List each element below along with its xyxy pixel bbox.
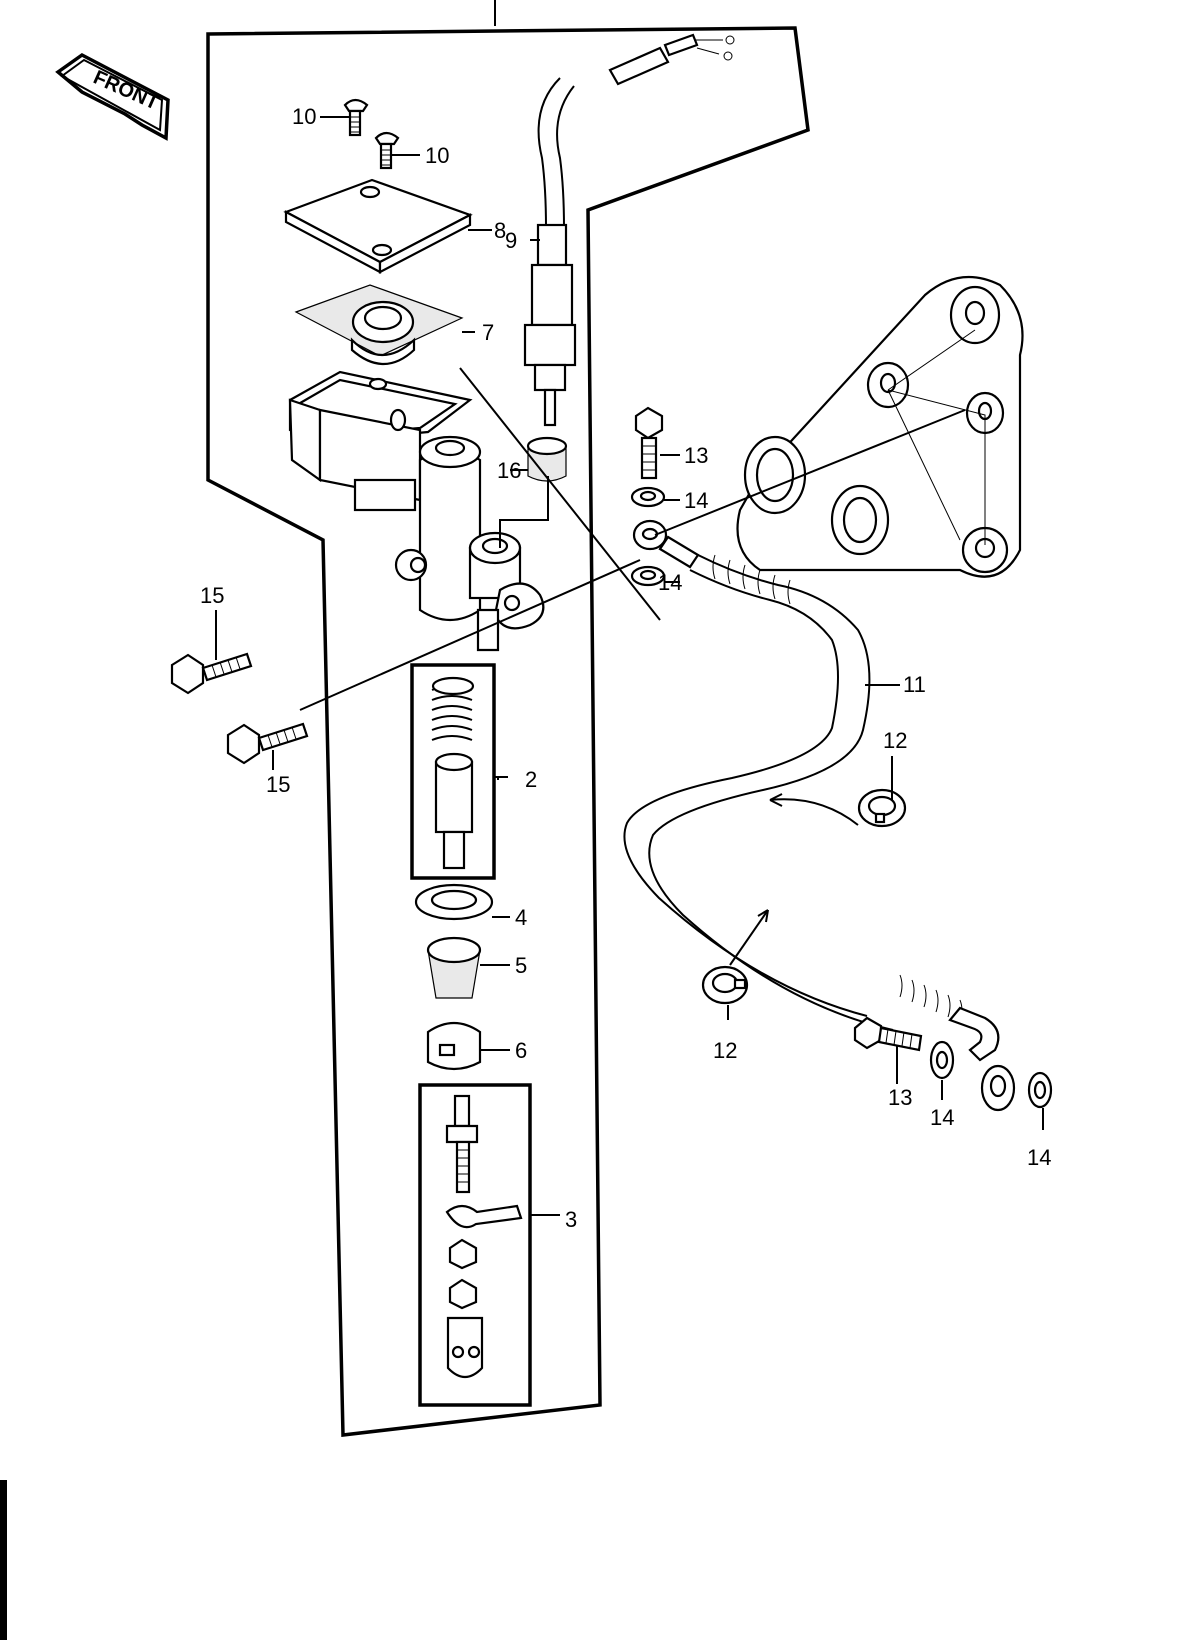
push-rod-assembly-box <box>418 1083 532 1407</box>
callout-16: 16 <box>497 458 521 483</box>
push-rod-assembly <box>445 1094 523 1379</box>
bolt-15b <box>226 722 309 765</box>
piston-assembly-box <box>410 663 496 880</box>
grommet-12b <box>701 965 749 1005</box>
scan-edge-bar <box>0 1480 7 1640</box>
leader-lines <box>215 116 1044 1216</box>
callout-14c: 14 <box>930 1105 954 1130</box>
front-arrow-label: FRONT <box>90 66 162 114</box>
callout-3: 3 <box>565 1207 577 1232</box>
caliper-bracket <box>736 275 1024 578</box>
callout-15a: 15 <box>200 583 224 608</box>
washer-4 <box>414 883 494 921</box>
callout-6: 6 <box>515 1038 527 1063</box>
bolt-15a <box>170 652 253 695</box>
grommet-12a <box>857 788 907 828</box>
callout-4: 4 <box>515 905 527 930</box>
piston-assembly <box>431 676 475 870</box>
washer-14d <box>1027 1071 1053 1109</box>
washer-14a <box>630 486 666 508</box>
callout-12a: 12 <box>883 728 907 753</box>
dust-cover-5 <box>426 936 482 999</box>
callout-9: 9 <box>505 228 517 253</box>
callout-14b: 14 <box>658 570 682 595</box>
callout-labels: 10 10 8 9 7 16 13 14 14 15 15 11 2 12 4 … <box>200 104 1051 1232</box>
retaining-clip-6 <box>426 1021 482 1071</box>
banjo-bolt-13b <box>853 1016 923 1052</box>
callout-11: 11 <box>903 672 926 697</box>
callout-10b: 10 <box>425 143 449 168</box>
assembly-boundary <box>206 26 810 1437</box>
callout-14d: 14 <box>1027 1145 1051 1170</box>
callout-12b: 12 <box>713 1038 737 1063</box>
callout-7: 7 <box>482 320 494 345</box>
callout-13a: 13 <box>684 443 708 468</box>
diaphragm <box>294 284 464 365</box>
switch-boot <box>526 436 568 482</box>
callout-2: 2 <box>525 767 537 792</box>
brake-hose <box>623 535 1016 1112</box>
callout-10a: 10 <box>292 104 316 129</box>
banjo-fitting-upper <box>632 519 668 551</box>
reservoir-cap <box>283 178 473 274</box>
washer-14c <box>929 1040 955 1080</box>
callout-13b: 13 <box>888 1085 912 1110</box>
master-cylinder-body <box>288 370 545 652</box>
callout-5: 5 <box>515 953 527 978</box>
screw-10b <box>374 131 400 170</box>
callout-14a: 14 <box>684 488 708 513</box>
front-arrow-icon: FRONT <box>55 52 170 141</box>
washer-14b <box>630 565 666 587</box>
callout-8: 8 <box>494 218 506 243</box>
brake-light-switch <box>523 33 735 427</box>
screw-10a <box>343 98 369 137</box>
callout-15b: 15 <box>266 772 290 797</box>
banjo-bolt-13a <box>634 406 664 480</box>
